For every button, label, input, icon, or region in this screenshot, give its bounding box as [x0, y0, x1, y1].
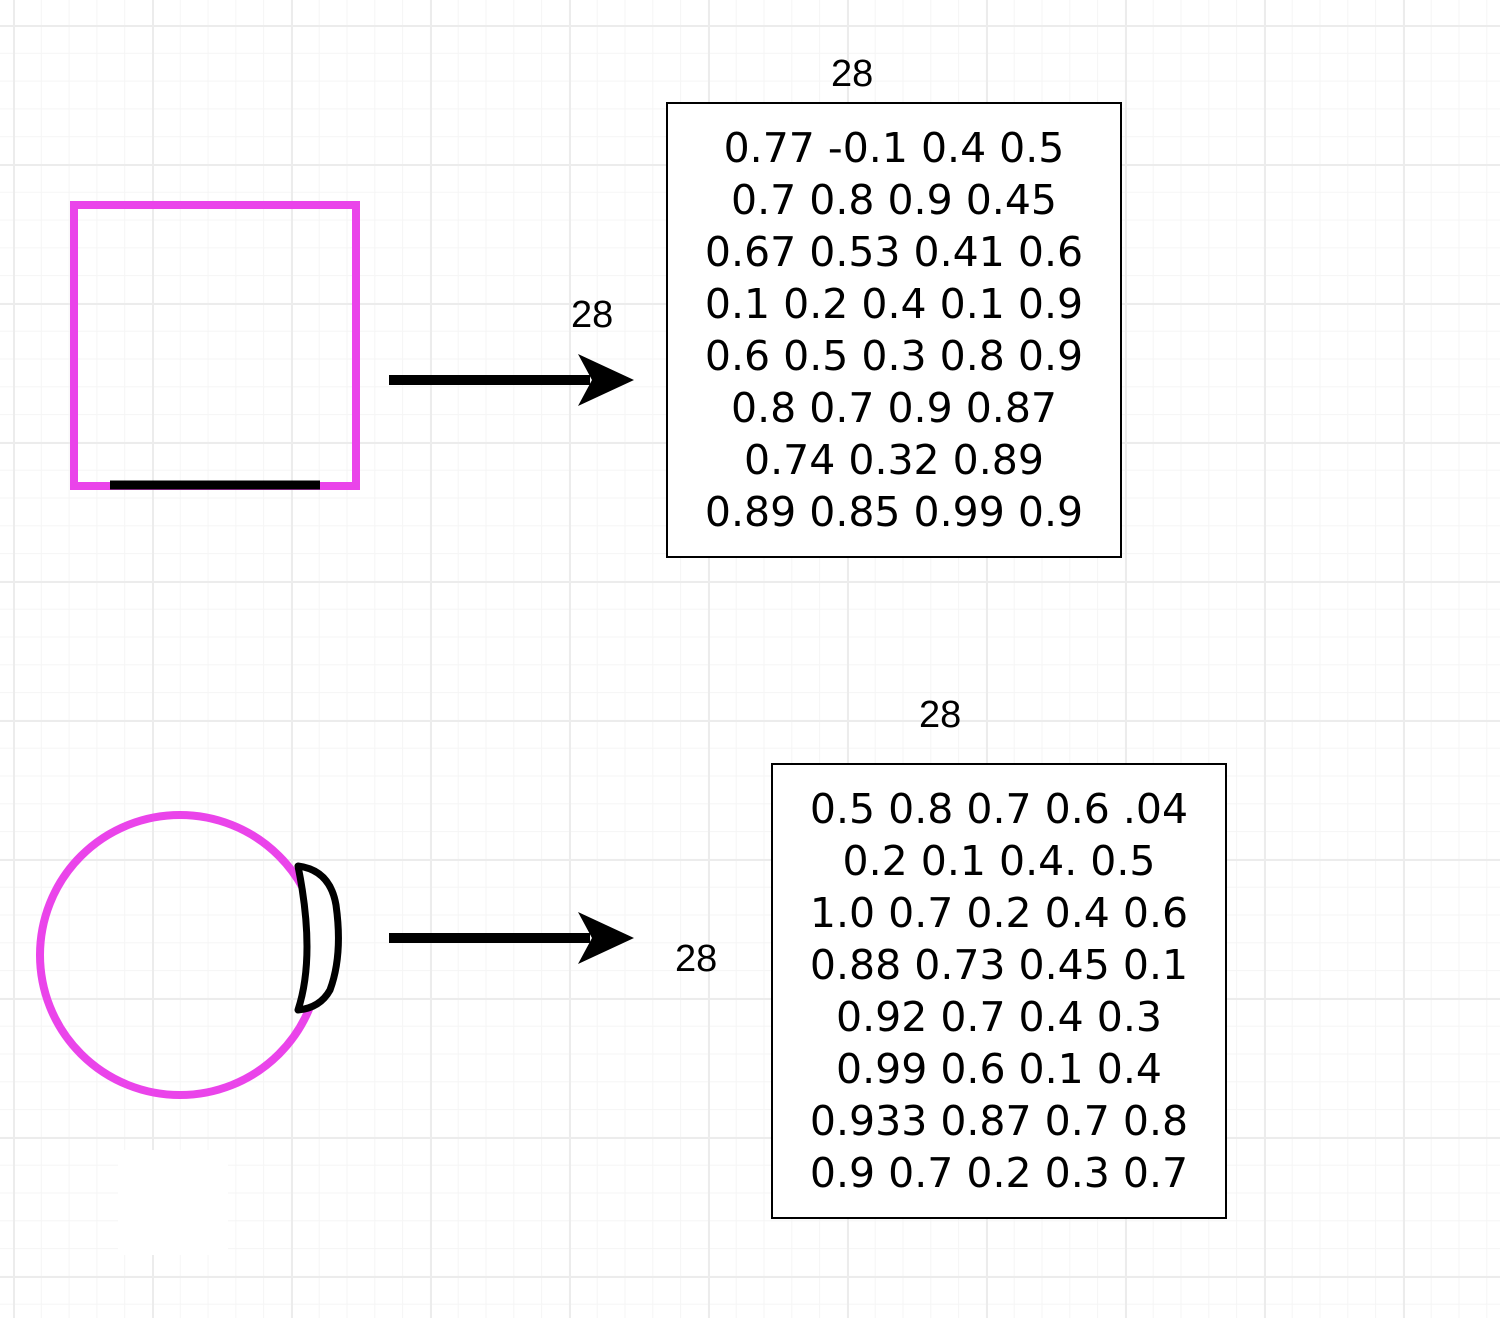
top-width-label: 28	[831, 53, 874, 95]
matrix-row: 0.92 0.7 0.4 0.3	[836, 993, 1162, 1041]
matrix-row: 0.7 0.8 0.9 0.45	[731, 176, 1057, 224]
top-height-label: 28	[571, 294, 614, 336]
blank-patch	[118, 1150, 228, 1255]
matrix-row: 0.77 -0.1 0.4 0.5	[723, 124, 1065, 172]
top-arrow	[389, 354, 634, 406]
matrix-row: 0.67 0.53 0.41 0.6	[704, 228, 1084, 276]
matrix-row: 0.2 0.1 0.4. 0.5	[842, 837, 1156, 885]
matrix-row: 0.8 0.7 0.9 0.87	[731, 384, 1057, 432]
bottom-arrow	[389, 912, 634, 964]
circle-curve-feature	[294, 862, 342, 1014]
square-shape	[70, 201, 360, 490]
matrix-row: 0.5 0.8 0.7 0.6 .04	[809, 785, 1189, 833]
bottom-matrix-box: 0.5 0.8 0.7 0.6 .04 0.2 0.1 0.4. 0.5 1.0…	[771, 763, 1227, 1219]
matrix-row: 0.74 0.32 0.89	[744, 436, 1044, 484]
bottom-width-label: 28	[919, 694, 962, 736]
matrix-row: 0.6 0.5 0.3 0.8 0.9	[704, 332, 1084, 380]
bottom-height-label: 28	[675, 938, 718, 980]
matrix-row: 0.933 0.87 0.7 0.8	[809, 1097, 1189, 1145]
matrix-row: 0.88 0.73 0.45 0.1	[809, 941, 1189, 989]
top-matrix-box: 0.77 -0.1 0.4 0.5 0.7 0.8 0.9 0.45 0.67 …	[666, 102, 1122, 558]
matrix-row: 1.0 0.7 0.2 0.4 0.6	[809, 889, 1189, 937]
matrix-row: 0.9 0.7 0.2 0.3 0.7	[809, 1149, 1189, 1197]
matrix-row: 0.99 0.6 0.1 0.4	[836, 1045, 1162, 1093]
matrix-row: 0.89 0.85 0.99 0.9	[704, 488, 1084, 536]
matrix-row: 0.1 0.2 0.4 0.1 0.9	[704, 280, 1084, 328]
circle-shape	[36, 811, 324, 1099]
